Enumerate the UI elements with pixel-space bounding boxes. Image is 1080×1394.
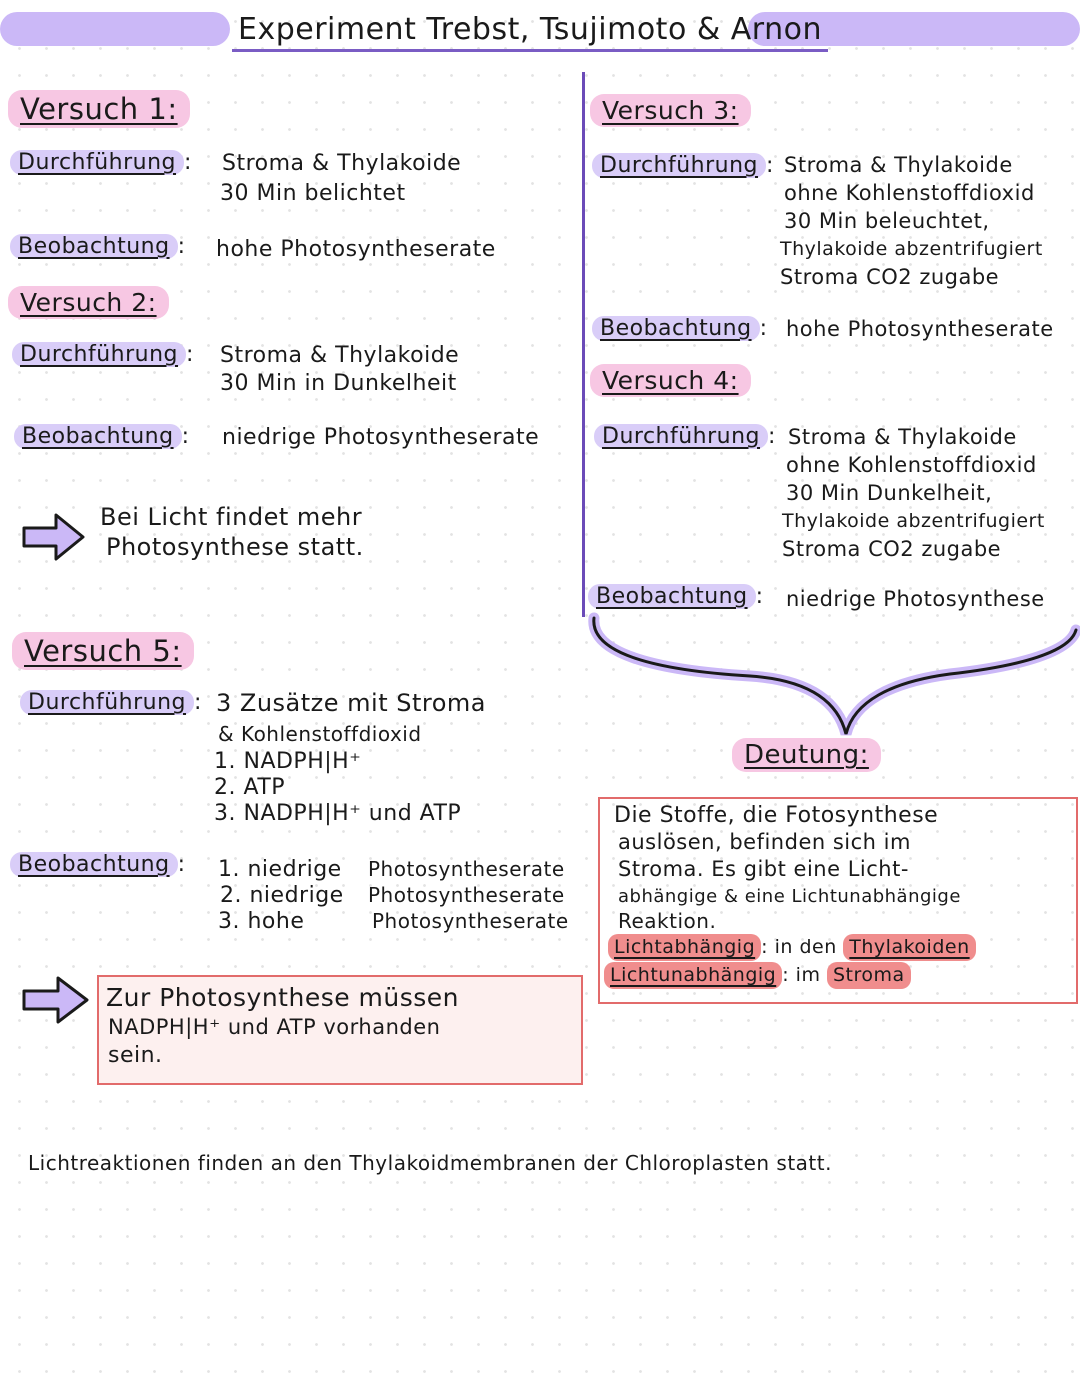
deutung-lichtabhaengig-row: Lichtabhängig: in den Thylakoiden bbox=[608, 934, 976, 961]
v5-d4: 2. ATP bbox=[214, 775, 286, 800]
v3-heading: Versuch 3: bbox=[590, 92, 751, 127]
thylakoiden-value: Thylakoiden bbox=[843, 934, 976, 961]
v4-d1: Stroma & Thylakoide bbox=[788, 425, 1017, 449]
v1-beobachtung-text: Beobachtung bbox=[10, 234, 178, 259]
lichtabhaengig-label: Lichtabhängig bbox=[608, 934, 762, 961]
deutung-box bbox=[598, 797, 1078, 1004]
v5-d3: 1. NADPH|H⁺ bbox=[214, 749, 362, 774]
deutung-lichtunabhaengig-row: Lichtunabhängig: im Stroma bbox=[604, 962, 911, 989]
deutung-line2: auslösen, befinden sich im bbox=[618, 830, 911, 854]
lichtunabhaengig-sep: : im bbox=[782, 964, 821, 986]
v5-r1: Photosyntheserate bbox=[368, 857, 565, 881]
deutung-heading: Deutung: bbox=[732, 736, 881, 772]
v4-d2: ohne Kohlenstoffdioxid bbox=[786, 453, 1037, 477]
v3-heading-text: Versuch 3: bbox=[590, 94, 751, 127]
v4-durchfuehrung-text: Durchführung bbox=[594, 424, 769, 449]
conclusion5-line2: NADPH|H⁺ und ATP vorhanden bbox=[108, 1015, 441, 1039]
v5-b3: 3. hohe bbox=[218, 909, 305, 934]
v1-d2: 30 Min belichtet bbox=[220, 181, 406, 206]
v2-heading: Versuch 2: bbox=[8, 284, 169, 319]
v3-durchfuehrung-text: Durchführung bbox=[592, 153, 767, 178]
v5-d1: 3 Zusätze mit Stroma bbox=[216, 689, 487, 717]
lichtabhaengig-sep: : in den bbox=[761, 936, 837, 958]
v1-b: hohe Photosyntheserate bbox=[216, 237, 496, 262]
stroma-value: Stroma bbox=[827, 962, 911, 989]
conclusion5-line3: sein. bbox=[108, 1043, 163, 1068]
v3-beobachtung-text: Beobachtung bbox=[592, 316, 760, 341]
v2-d1: Stroma & Thylakoide bbox=[220, 343, 460, 368]
column-divider bbox=[582, 72, 585, 617]
v1-durchfuehrung-text: Durchführung bbox=[10, 150, 185, 175]
v1-durchfuehrung-label: Durchführung: bbox=[10, 150, 192, 175]
footer-note: Lichtreaktionen finden an den Thylakoidm… bbox=[28, 1151, 832, 1175]
v3-d3: 30 Min beleuchtet, bbox=[784, 209, 990, 233]
v4-beobachtung-text: Beobachtung bbox=[588, 584, 756, 609]
arrow-right-icon bbox=[22, 976, 89, 1024]
conclusion1-line2: Photosynthese statt. bbox=[106, 533, 364, 561]
conclusion5-line1: Zur Photosynthese müssen bbox=[106, 983, 460, 1012]
lichtunabhaengig-label: Lichtunabhängig bbox=[604, 962, 783, 989]
v2-durchfuehrung-label: Durchführung: bbox=[12, 342, 194, 367]
v2-beobachtung-label: Beobachtung: bbox=[14, 424, 189, 449]
v2-beobachtung-text: Beobachtung bbox=[14, 424, 182, 449]
v3-b: hohe Photosyntheserate bbox=[786, 317, 1054, 341]
v2-durchfuehrung-text: Durchführung bbox=[12, 342, 187, 367]
deutung-line3: Stroma. Es gibt eine Licht- bbox=[618, 857, 909, 881]
v4-b: niedrige Photosynthese bbox=[786, 587, 1045, 611]
deutung-line5: Reaktion. bbox=[618, 909, 717, 933]
conclusion1-line1: Bei Licht findet mehr bbox=[100, 503, 363, 531]
v2-b: niedrige Photosyntheserate bbox=[222, 425, 540, 450]
v2-d2: 30 Min in Dunkelheit bbox=[220, 371, 457, 396]
v4-d3: 30 Min Dunkelheit, bbox=[786, 481, 993, 505]
page-title: Experiment Trebst, Tsujimoto & Arnon bbox=[232, 12, 828, 52]
conclusion5-box bbox=[97, 975, 583, 1085]
v5-d5: 3. NADPH|H⁺ und ATP bbox=[214, 801, 462, 826]
v5-b1: 1. niedrige bbox=[218, 857, 342, 882]
v4-d5: Stroma CO2 zugabe bbox=[782, 537, 1002, 561]
v4-heading: Versuch 4: bbox=[590, 362, 751, 397]
v1-d1: Stroma & Thylakoide bbox=[222, 151, 462, 176]
v5-beobachtung-text: Beobachtung bbox=[10, 852, 178, 877]
arrow-right-icon bbox=[22, 513, 85, 561]
v3-d5: Stroma CO2 zugabe bbox=[780, 265, 1000, 289]
v5-durchfuehrung-label: Durchführung: bbox=[20, 690, 202, 715]
v5-d2: & Kohlenstoffdioxid bbox=[218, 722, 422, 746]
v5-heading-text: Versuch 5: bbox=[12, 632, 194, 670]
title-bar-right bbox=[748, 12, 1080, 46]
v4-beobachtung-label: Beobachtung: bbox=[588, 584, 763, 609]
v5-r3: Photosyntheserate bbox=[372, 909, 569, 933]
v3-d2: ohne Kohlenstoffdioxid bbox=[784, 181, 1035, 205]
v1-heading: Versuch 1: bbox=[8, 90, 190, 128]
v2-heading-text: Versuch 2: bbox=[8, 286, 169, 319]
deutung-line4: abhängige & eine Lichtunabhängige bbox=[618, 886, 961, 907]
deutung-line1: Die Stoffe, die Fotosynthese bbox=[614, 803, 939, 828]
title-bar-left bbox=[0, 12, 230, 46]
curly-brace bbox=[588, 612, 1080, 736]
v3-d1: Stroma & Thylakoide bbox=[784, 153, 1013, 177]
v3-beobachtung-label: Beobachtung: bbox=[592, 316, 767, 341]
deutung-heading-text: Deutung: bbox=[732, 738, 881, 772]
v4-d4: Thylakoide abzentrifugiert bbox=[782, 510, 1045, 532]
v4-durchfuehrung-label: Durchführung: bbox=[594, 424, 776, 449]
v5-r2: Photosyntheserate bbox=[368, 883, 565, 907]
v5-beobachtung-label: Beobachtung: bbox=[10, 852, 185, 877]
v5-durchfuehrung-text: Durchführung bbox=[20, 690, 195, 715]
v5-heading: Versuch 5: bbox=[12, 632, 194, 670]
v1-heading-text: Versuch 1: bbox=[8, 90, 190, 128]
v5-b2: 2. niedrige bbox=[220, 883, 344, 908]
v3-d4: Thylakoide abzentrifugiert bbox=[780, 238, 1043, 260]
v4-heading-text: Versuch 4: bbox=[590, 364, 751, 397]
v1-beobachtung-label: Beobachtung: bbox=[10, 234, 185, 259]
v3-durchfuehrung-label: Durchführung: bbox=[592, 153, 774, 178]
